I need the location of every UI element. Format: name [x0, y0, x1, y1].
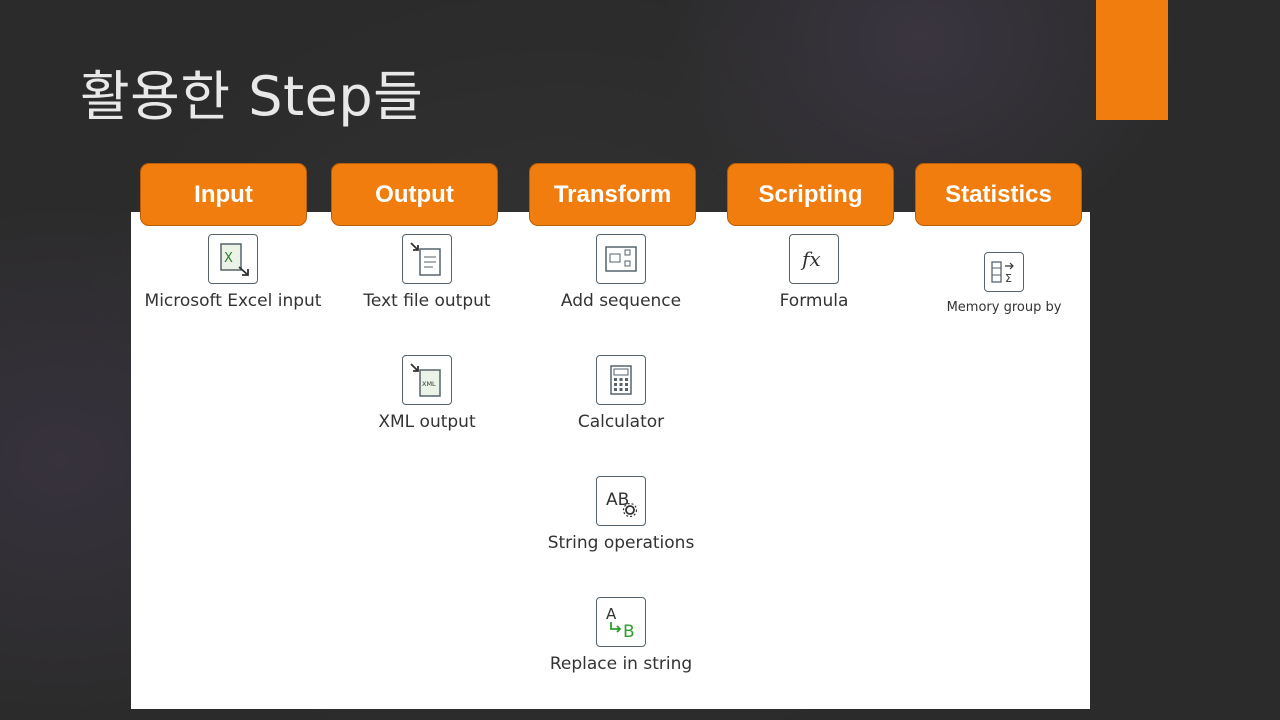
- step-string-operations[interactable]: AB String operations: [526, 476, 716, 553]
- category-tab-transform: Transform: [529, 163, 696, 226]
- category-tab-input: Input: [140, 163, 307, 226]
- step-memory-group-by[interactable]: Σ Memory group by: [909, 252, 1099, 315]
- svg-text:fx: fx: [800, 247, 821, 271]
- step-add-sequence[interactable]: Add sequence: [526, 234, 716, 311]
- text-file-output-icon: [402, 234, 452, 284]
- step-xml-output[interactable]: XML XML output: [332, 355, 522, 432]
- xml-output-icon: XML: [402, 355, 452, 405]
- step-label: Microsoft Excel input: [144, 291, 322, 311]
- step-label: Text file output: [363, 291, 491, 311]
- add-sequence-icon: [596, 234, 646, 284]
- step-microsoft-excel-input[interactable]: X Microsoft Excel input: [138, 234, 328, 311]
- orange-accent-block: [1096, 0, 1168, 120]
- formula-icon: fx: [789, 234, 839, 284]
- calculator-icon: [596, 355, 646, 405]
- step-label: String operations: [547, 533, 695, 553]
- category-tab-scripting: Scripting: [727, 163, 894, 226]
- svg-text:X: X: [224, 251, 233, 266]
- step-label: Memory group by: [946, 300, 1062, 315]
- svg-text:B: B: [623, 622, 635, 642]
- category-tab-statistics: Statistics: [915, 163, 1082, 226]
- svg-text:AB: AB: [606, 490, 629, 510]
- string-operations-icon: AB: [596, 476, 646, 526]
- step-text-file-output[interactable]: Text file output: [332, 234, 522, 311]
- step-calculator[interactable]: Calculator: [526, 355, 716, 432]
- svg-text:XML: XML: [422, 380, 436, 388]
- category-tab-output: Output: [331, 163, 498, 226]
- svg-text:Σ: Σ: [1005, 272, 1012, 285]
- step-label: Calculator: [577, 412, 665, 432]
- step-label: XML output: [378, 412, 476, 432]
- step-label: Replace in string: [549, 654, 693, 674]
- excel-input-icon: X: [208, 234, 258, 284]
- step-label: Add sequence: [560, 291, 682, 311]
- step-formula[interactable]: fx Formula: [719, 234, 909, 311]
- memory-group-by-icon: Σ: [984, 252, 1024, 292]
- slide-title: 활용한 Step들: [80, 65, 424, 128]
- step-label: Formula: [779, 291, 849, 311]
- svg-text:A: A: [606, 605, 617, 623]
